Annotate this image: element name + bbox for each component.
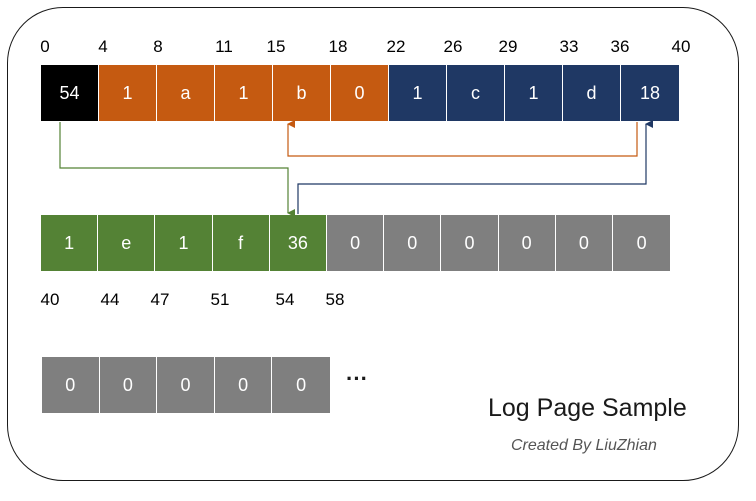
row2-cell: 0 <box>441 215 499 271</box>
row2-offset-label: 40 <box>40 290 60 309</box>
row2-offset-label: 47 <box>150 290 170 309</box>
author-credit: Created By LiuZhian <box>511 437 657 454</box>
row1-cell: 54 <box>41 65 99 121</box>
row2-cell: f <box>212 215 270 271</box>
row1-cell: 18 <box>621 65 679 121</box>
row2-offset-label: 51 <box>210 290 230 309</box>
row2-cell: 1 <box>41 215 99 271</box>
row1-cell: 1 <box>505 65 563 121</box>
row2-offset-label: 54 <box>275 290 295 309</box>
row1-offset-label: 26 <box>443 37 463 56</box>
row2-cell: e <box>98 215 156 271</box>
continuation-ellipsis: ··· <box>346 366 368 391</box>
row2-cell: 0 <box>613 215 671 271</box>
diagram-frame <box>7 7 739 481</box>
row1-offset-label: 36 <box>610 37 630 56</box>
row1-cell: b <box>273 65 331 121</box>
row3-cell: 0 <box>42 357 100 413</box>
row2-offset-label: 58 <box>325 290 345 309</box>
row2-offset-label: 44 <box>100 290 120 309</box>
row1-offset-label: 18 <box>328 37 348 56</box>
arrow-54-to-36 <box>59 122 295 217</box>
row1-cell: 1 <box>99 65 157 121</box>
row2-cell: 0 <box>327 215 385 271</box>
row1-offset-label: 40 <box>671 37 691 56</box>
row1-offset-label: 29 <box>498 37 518 56</box>
row1-offset-label: 8 <box>153 37 163 56</box>
arrow-36-to-18 <box>297 120 653 214</box>
row1-cell: d <box>563 65 621 121</box>
row1-offset-label: 15 <box>266 37 286 56</box>
row2-cell: 0 <box>555 215 613 271</box>
row1-cell: 0 <box>331 65 389 121</box>
row2-cell: 36 <box>269 215 327 271</box>
row1-cell: a <box>157 65 215 121</box>
row3-cell: 0 <box>99 357 158 413</box>
row1-offset-label: 11 <box>215 37 233 56</box>
row1-offset-label: 22 <box>386 37 406 56</box>
row1-offset-label: 33 <box>559 37 579 56</box>
row3-cell: 0 <box>157 357 215 413</box>
arrow-18-to-b <box>287 120 638 157</box>
row3-cell: 0 <box>272 357 330 413</box>
row3-cell: 0 <box>214 357 273 413</box>
diagram-title: Log Page Sample <box>488 394 687 422</box>
row2-cell: 0 <box>384 215 442 271</box>
row1-cell: 1 <box>389 65 447 121</box>
row2-cell: 0 <box>498 215 556 271</box>
row2-cell: 1 <box>155 215 213 271</box>
row1-cell: 1 <box>215 65 273 121</box>
row1-offset-label: 4 <box>98 37 108 56</box>
row1-offset-label: 0 <box>40 37 50 56</box>
row1-cell: c <box>447 65 505 121</box>
